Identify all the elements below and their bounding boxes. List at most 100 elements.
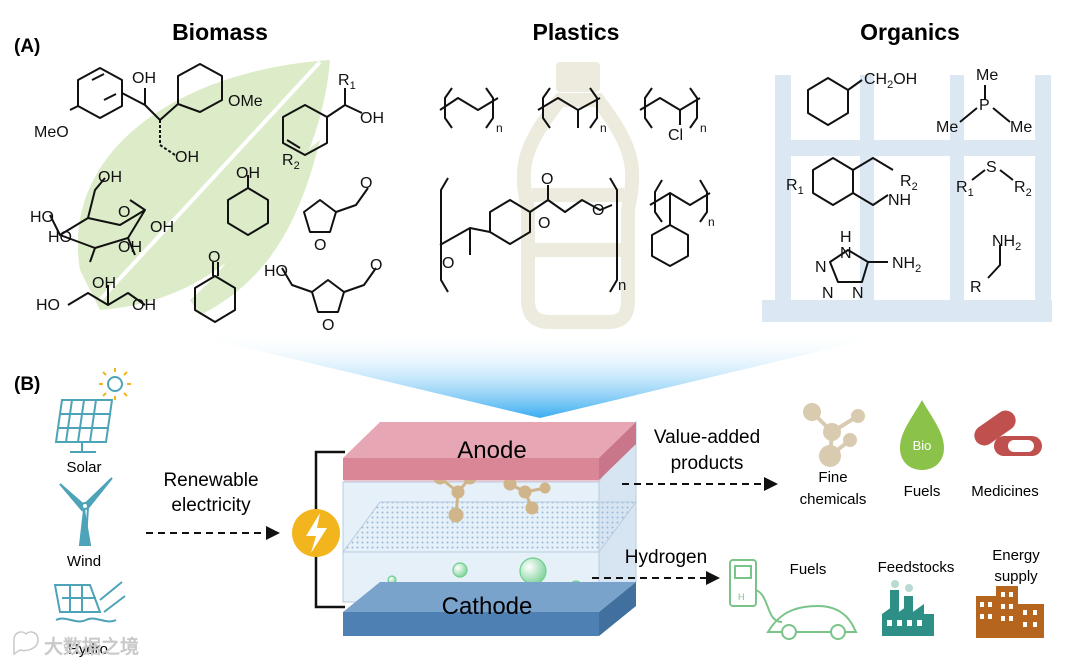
thioether-r1: R1 (956, 179, 974, 199)
pet-o-2: O (541, 171, 553, 188)
tetrahydroisoquinoline-molecule (812, 157, 894, 206)
furfural-o-ring: O (314, 237, 326, 254)
glycerol-molecule (67, 285, 146, 306)
r2-label: R2 (282, 152, 300, 172)
aminotetrazole-molecule (829, 249, 888, 283)
glucose-oh-right: OH (150, 219, 174, 236)
pet-o-1: O (442, 255, 454, 272)
feedstocks-label: Feedstocks (878, 559, 955, 576)
hmf-o-ald: O (370, 257, 382, 274)
cathode-label: Cathode (442, 593, 533, 620)
medicine-capsule-icon (974, 410, 1042, 456)
phosphine-me-left: Me (936, 119, 958, 136)
renewable-arrow (146, 526, 280, 540)
thiq-nh: NH (888, 192, 911, 209)
fuels-bottom-label: Fuels (790, 561, 827, 578)
renewable-label-1: Renewable (163, 470, 258, 491)
panel-b-label: (B) (14, 374, 40, 395)
glycerol-oh-right: OH (132, 297, 156, 314)
h2-station-label: H (738, 592, 745, 602)
hydro-label: Hydro (68, 641, 108, 658)
r1-label: R1 (338, 72, 356, 92)
lignin-oh-label: OH (132, 70, 156, 87)
pet-o-3: O (538, 215, 550, 232)
bio-label: Bio (913, 438, 932, 453)
wind-turbine-icon (59, 477, 113, 546)
phosphine-molecule (959, 85, 1011, 123)
glucose-molecule (49, 177, 146, 263)
renewable-label-2: electricity (171, 495, 251, 516)
value-added-label-1: Value-added (654, 427, 760, 448)
ps-n: n (708, 215, 715, 229)
phosphine-p: P (979, 97, 990, 114)
electrolysis-cell (342, 420, 637, 636)
circuit-wire (314, 450, 345, 609)
biofuel-drop-icon (900, 400, 944, 470)
beaker-background (762, 75, 1052, 322)
panel-a-label: (A) (14, 36, 40, 57)
hydro-dam-icon (53, 581, 126, 623)
fuels-top-label: Fuels (904, 483, 941, 500)
thiq-r1: R1 (786, 177, 804, 197)
glycerol-ho: HO (36, 297, 60, 314)
chemicals-label: chemicals (800, 491, 867, 508)
tetrazole-n-top: N (840, 245, 852, 262)
cyclohexanol-molecule (227, 175, 269, 236)
lignin-ome-label: OMe (228, 93, 263, 110)
glycerol-oh-top: OH (92, 275, 116, 292)
leaf-background (77, 60, 330, 315)
glucose-oh-bottom: OH (118, 239, 142, 256)
phosphine-me-right: Me (1010, 119, 1032, 136)
watermark-icon (13, 631, 39, 656)
sec-alcohol-molecule (282, 88, 363, 156)
tetrazole-n-left: N (815, 259, 827, 276)
glucose-ho-2: HO (48, 229, 72, 246)
cyclohexanone-molecule (194, 262, 236, 323)
sec-oh-label: OH (360, 110, 384, 127)
hmf-molecule (281, 267, 377, 313)
value-added-arrow (622, 477, 778, 491)
fine-label: Fine (818, 469, 847, 486)
ps-polymer (649, 179, 711, 267)
hydrogen-car-icon (729, 559, 858, 640)
light-beam (180, 332, 900, 418)
hydrogen-label: Hydrogen (625, 547, 707, 568)
energy-label-1: Energy (992, 547, 1040, 564)
primary-amine-molecule (987, 245, 1001, 279)
anode-plate (343, 458, 599, 480)
fine-chemicals-icon (803, 403, 865, 467)
pvc-polymer (639, 87, 701, 129)
glucose-ho-1: HO (30, 209, 54, 226)
benzyl-ch2oh: CH2OH (864, 71, 917, 91)
medicines-label: Medicines (971, 483, 1039, 500)
hmf-o-ring: O (322, 317, 334, 334)
lignin-molecule (69, 63, 223, 156)
benzyl-alcohol-molecule (807, 77, 863, 126)
pet-polymer (439, 177, 618, 293)
hmf-ho: HO (264, 263, 288, 280)
tetrazole-n-br: N (852, 285, 864, 302)
energy-label-2: supply (994, 568, 1038, 585)
thioether-r2: R2 (1014, 179, 1032, 199)
pp-polymer (537, 87, 601, 129)
wind-label: Wind (67, 553, 101, 570)
tetrazole-h: H (840, 229, 852, 246)
value-added-label-2: products (671, 453, 744, 474)
thiq-r2: R2 (900, 173, 918, 193)
glucose-oh-top: OH (98, 169, 122, 186)
factory-icon (882, 580, 934, 636)
solar-label: Solar (66, 459, 101, 476)
pvc-n: n (700, 121, 707, 135)
cathode-plate (343, 612, 599, 636)
cyclohexanol-oh: OH (236, 165, 260, 182)
furfural-molecule (303, 187, 369, 233)
lignin-meo-label: MeO (34, 124, 69, 141)
thioether-molecule (971, 169, 1014, 181)
hydrogen-arrow (592, 571, 720, 585)
membrane (342, 501, 637, 553)
watermark-text: 大数据之境 (44, 635, 139, 658)
pe-n: n (496, 121, 503, 135)
tetrazole-nh2: NH2 (892, 255, 921, 275)
